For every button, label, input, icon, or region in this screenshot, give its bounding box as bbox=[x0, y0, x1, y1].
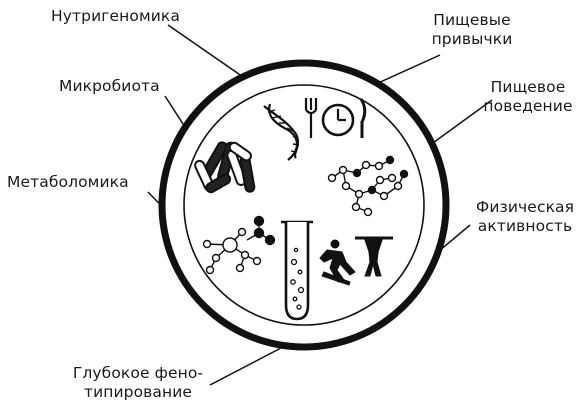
network-icon bbox=[327, 155, 409, 217]
molecule-icon bbox=[202, 215, 276, 275]
label-food-behavior-line-1: Пищевое bbox=[490, 78, 566, 96]
athlete-icon bbox=[319, 236, 393, 286]
fork-knife-clock-icon bbox=[304, 98, 367, 138]
label-microbiota-line-1: Микробиота bbox=[59, 77, 160, 95]
label-physical-activity: Физическая активность bbox=[464, 198, 586, 236]
label-physical-activity-line-2: активность bbox=[477, 217, 573, 235]
dna-icon bbox=[263, 103, 300, 161]
inner-ring bbox=[183, 84, 425, 326]
label-deep-phenotyping-line-1: Глубокое фено- bbox=[72, 364, 204, 382]
label-food-behavior-line-2: поведение bbox=[483, 97, 573, 115]
label-nutrigenomics-line-1: Нутригеномика bbox=[51, 7, 180, 25]
label-deep-phenotyping: Глубокое фено- типирование bbox=[58, 364, 218, 402]
label-physical-activity-line-1: Физическая bbox=[475, 198, 575, 216]
test-tube-icon bbox=[281, 220, 313, 321]
bacteria-icon bbox=[194, 141, 256, 194]
label-food-habits-line-2: привычки bbox=[431, 30, 513, 48]
label-food-habits: Пищевые привычки bbox=[414, 11, 530, 49]
label-food-habits-line-1: Пищевые bbox=[433, 11, 511, 29]
label-metabolomics: Метаболомика bbox=[7, 173, 129, 192]
label-microbiota: Микробиота bbox=[59, 77, 160, 96]
label-metabolomics-line-1: Метаболомика bbox=[7, 173, 129, 191]
label-deep-phenotyping-line-2: типирование bbox=[83, 383, 193, 401]
label-nutrigenomics: Нутригеномика bbox=[51, 7, 180, 26]
label-food-behavior: Пищевое поведение bbox=[474, 78, 582, 116]
